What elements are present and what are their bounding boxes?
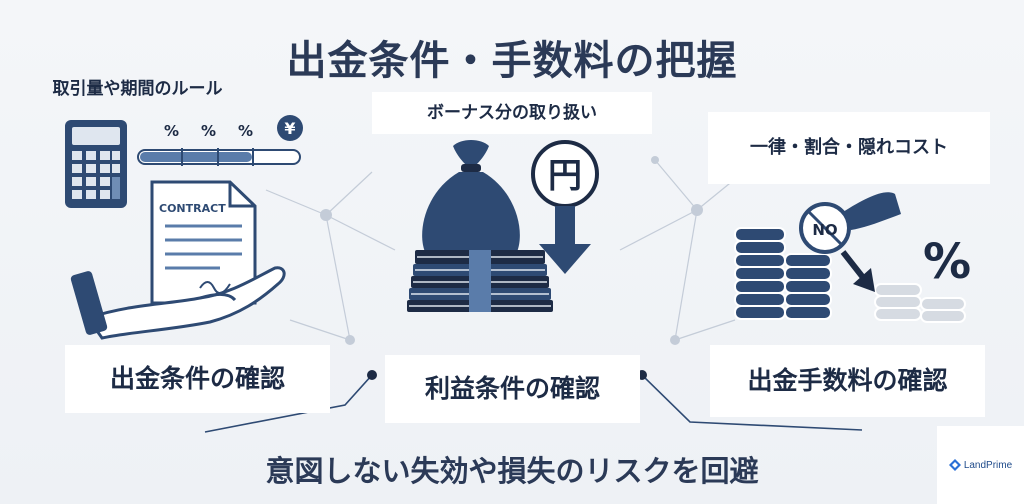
money-bag-illustration: 円 — [407, 140, 599, 312]
contract-illustration: % % % ¥ CONTRACT — [65, 115, 303, 340]
yen-coin-icon: ¥ — [277, 115, 303, 141]
page-title: 出金条件・手数料の把握 — [286, 38, 738, 84]
contract-document-icon — [150, 180, 257, 305]
logo-text: LandPrime — [963, 459, 1013, 471]
yen-down-arrow-icon — [531, 140, 599, 274]
en-symbol: 円 — [548, 156, 582, 196]
landprime-logo: LandPrime — [937, 426, 1024, 504]
coin-stacks-icon — [734, 227, 966, 323]
top-label-center: ボーナス分の取り扱い — [372, 92, 652, 134]
footer-message: 意図しない失効や損失のリスクを回避 — [265, 454, 759, 488]
hand-icon — [70, 266, 286, 340]
diamond-icon — [948, 459, 961, 471]
contract-heading: CONTRACT — [159, 202, 226, 215]
progress-bar — [137, 148, 301, 166]
bottom-label-left: 出金条件の確認 — [65, 345, 330, 413]
top-label-left: 取引量や期間のルール — [52, 79, 223, 99]
top-label-right: 一律・割合・隠れコスト — [708, 112, 990, 184]
cash-stack-icon — [407, 250, 553, 312]
calculator-icon — [65, 120, 127, 208]
no-text: NO — [812, 221, 837, 239]
money-bag-icon — [422, 140, 520, 252]
percent-mark: % — [238, 122, 253, 140]
no-coin-icon — [799, 192, 901, 254]
down-arrow-icon — [840, 250, 875, 292]
percent-icon: % — [923, 234, 971, 290]
yen-symbol: ¥ — [284, 119, 295, 138]
bottom-label-right: 出金手数料の確認 — [710, 345, 985, 417]
bottom-label-center: 利益条件の確認 — [385, 355, 640, 423]
percent-mark: % — [201, 122, 216, 140]
fee-illustration: NO % — [734, 192, 971, 323]
percent-mark: % — [164, 122, 179, 140]
